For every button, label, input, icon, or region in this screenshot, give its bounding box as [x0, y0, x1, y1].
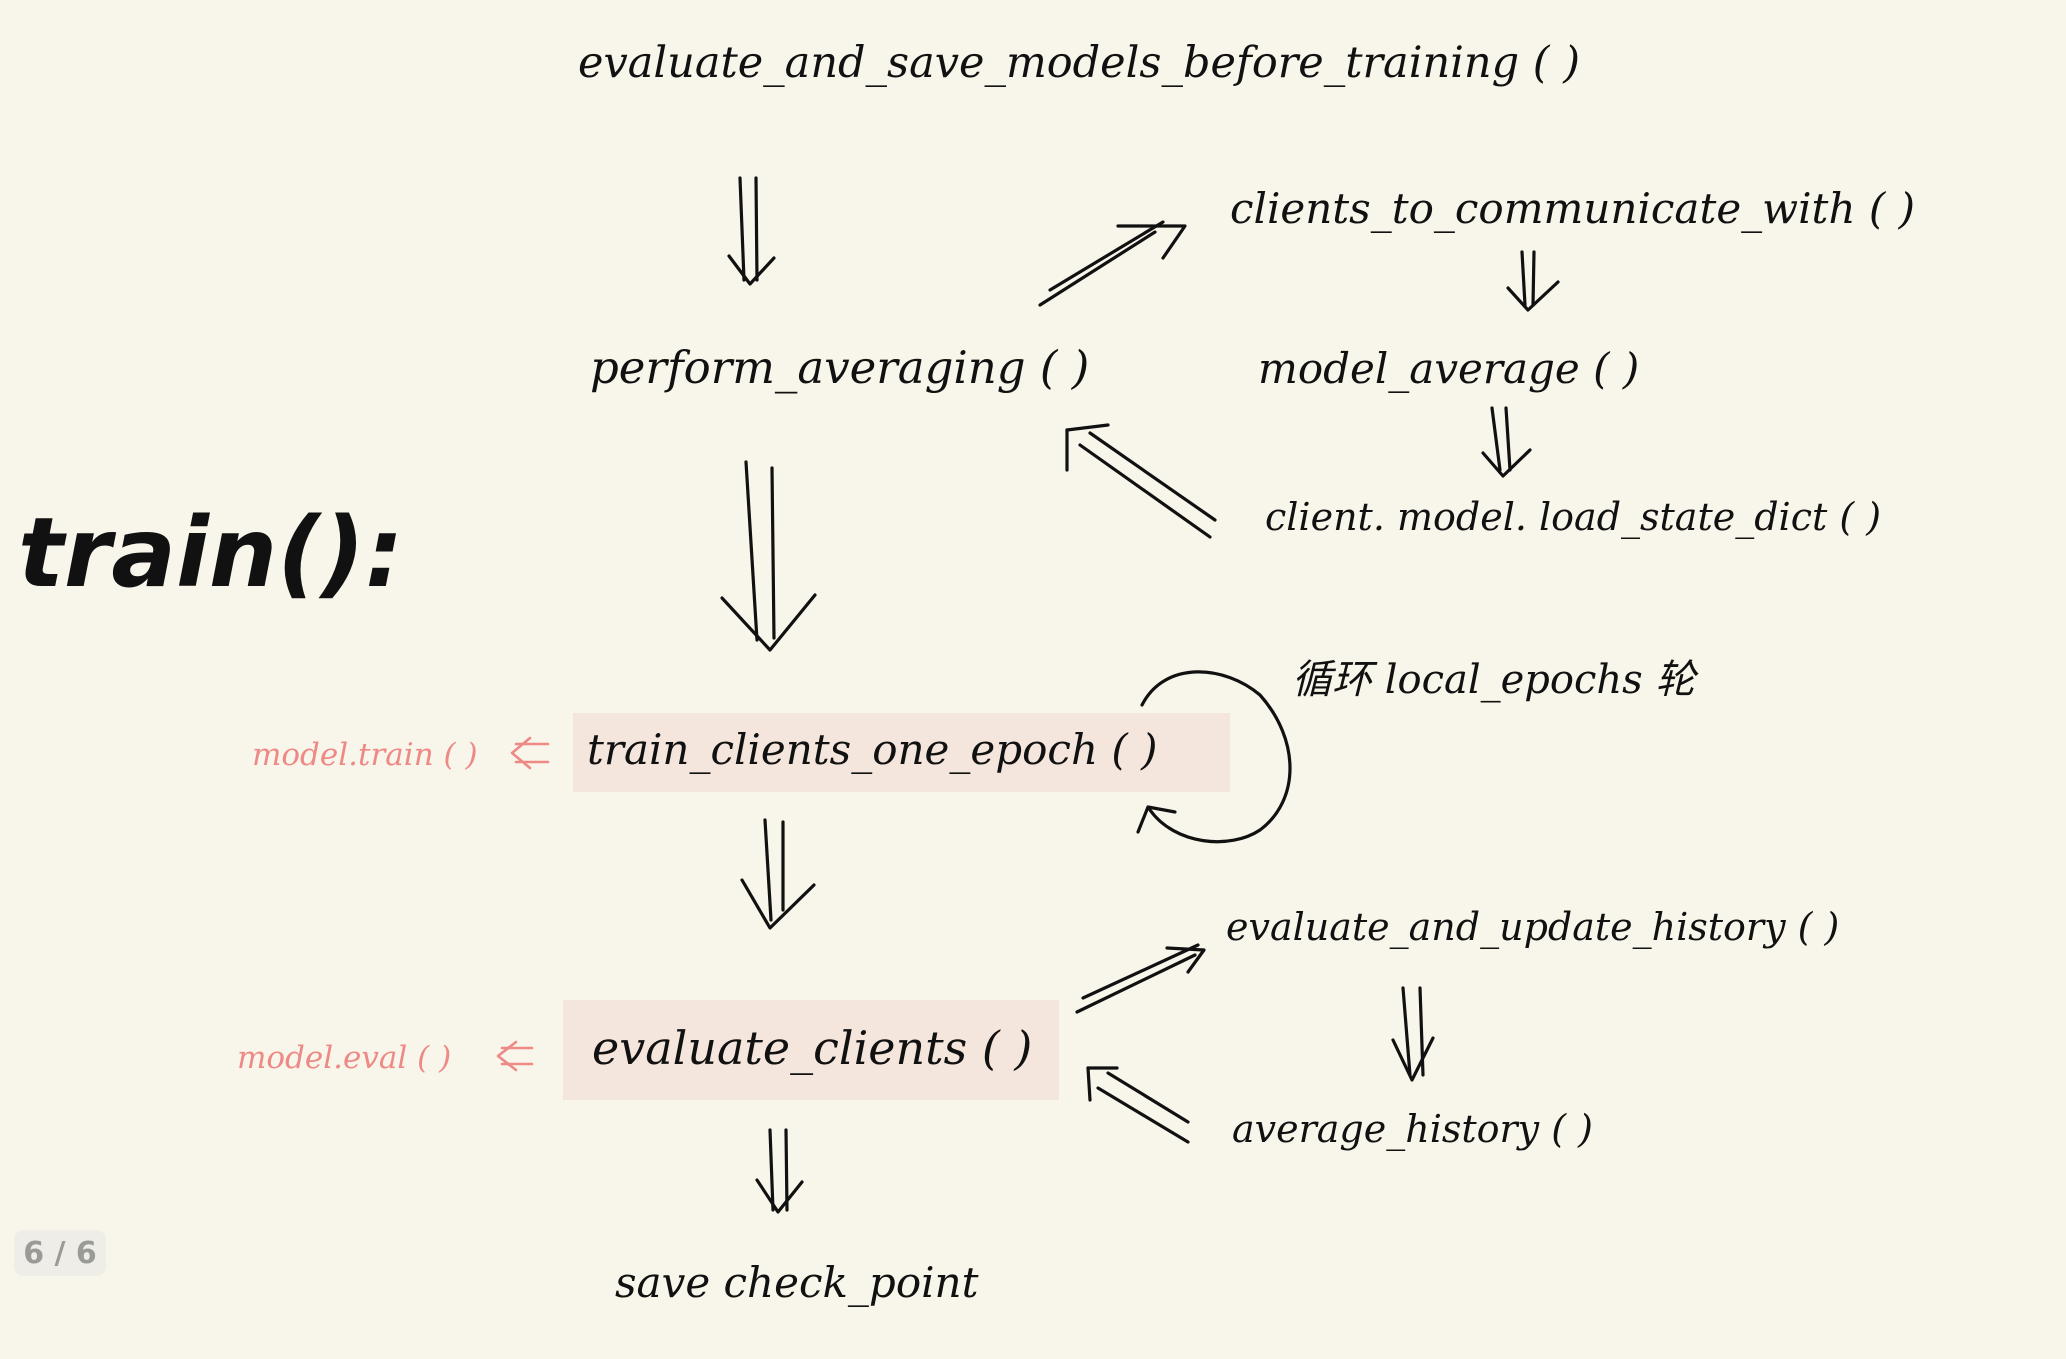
node-save-checkpoint: save check_point — [615, 1258, 979, 1307]
note-model-eval: model.eval ( ) — [237, 1040, 452, 1076]
evaluate-clients-highlight — [563, 1000, 1059, 1100]
node-model-average: model_average ( ) — [1258, 344, 1640, 393]
node-perform-averaging: perform_averaging ( ) — [590, 341, 1090, 394]
node-evaluate-clients: evaluate_clients ( ) — [592, 1021, 1033, 1075]
node-loop-note: 循环 local_epochs 轮 — [1292, 657, 1696, 703]
node-load-state-dict: client. model. load_state_dict ( ) — [1265, 495, 1882, 539]
arrow-back-1 — [1065, 423, 1217, 539]
train-clients-highlight — [573, 713, 1230, 792]
arrow-up-right-2 — [1075, 943, 1206, 1014]
node-average-history: average_history ( ) — [1232, 1107, 1593, 1151]
page-indicator: 6 / 6 — [14, 1230, 106, 1276]
arrow-down-3 — [740, 818, 816, 930]
pink-arrow-train — [510, 736, 550, 770]
node-evaluate-and-save-before-training: evaluate_and_save_models_before_training… — [578, 38, 1580, 88]
arrow-back-2 — [1086, 1066, 1190, 1144]
arrow-up-right-1 — [1038, 220, 1187, 307]
node-evaluate-and-update-history: evaluate_and_update_history ( ) — [1226, 905, 1840, 949]
note-model-train: model.train ( ) — [252, 737, 478, 773]
arrow-down-7 — [1391, 986, 1435, 1082]
node-clients-to-communicate-with: clients_to_communicate_with ( ) — [1230, 184, 1915, 233]
arrow-down-1 — [727, 176, 776, 286]
arrow-down-6 — [1481, 406, 1532, 478]
arrow-down-4 — [755, 1128, 804, 1214]
arrow-down-5 — [1506, 250, 1560, 312]
node-train-clients-one-epoch: train_clients_one_epoch ( ) — [587, 725, 1158, 774]
arrow-down-2 — [720, 460, 817, 652]
pink-arrow-eval — [496, 1040, 534, 1072]
diagram-title: train(): — [18, 497, 404, 609]
loop-arrow — [1136, 670, 1292, 844]
